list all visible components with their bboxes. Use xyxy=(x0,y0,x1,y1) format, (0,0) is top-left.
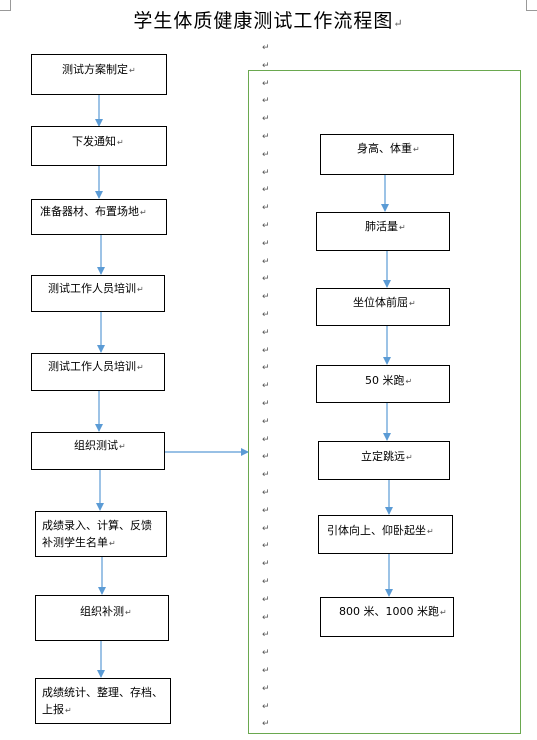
paragraph-mark: ↵ xyxy=(262,648,270,658)
paragraph-mark: ↵ xyxy=(262,168,270,178)
paragraph-mark: ↵ xyxy=(262,310,270,320)
paragraph-mark: ↵ xyxy=(262,114,270,124)
step-score-statistics: 成绩统计、整理、存档、上报↵ xyxy=(35,678,171,724)
step-organize-retest: 组织补测↵ xyxy=(35,595,169,641)
paragraph-mark: ↵ xyxy=(262,470,270,480)
paragraph-mark: ↵ xyxy=(262,381,270,391)
step-staff-training-2: 测试工作人员培训↵ xyxy=(31,353,165,391)
item-height-weight: 身高、体重↵ xyxy=(320,134,454,175)
paragraph-mark: ↵ xyxy=(262,61,270,71)
paragraph-mark: ↵ xyxy=(262,43,270,53)
step-organize-test: 组织测试↵ xyxy=(31,432,165,470)
paragraph-mark: ↵ xyxy=(262,630,270,640)
page-title: 学生体质健康测试工作流程图↵ xyxy=(133,10,404,32)
paragraph-mark: ↵ xyxy=(262,203,270,213)
paragraph-mark: ↵ xyxy=(262,346,270,356)
paragraph-mark: ↵ xyxy=(262,221,270,231)
paragraph-mark: ↵ xyxy=(262,292,270,302)
paragraph-mark: ↵ xyxy=(262,684,270,694)
step-staff-training-1: 测试工作人员培训↵ xyxy=(31,275,165,312)
paragraph-mark: ↵ xyxy=(262,274,270,284)
paragraph-mark: ↵ xyxy=(393,17,404,30)
paragraph-mark: ↵ xyxy=(262,257,270,267)
paragraph-mark: ↵ xyxy=(262,435,270,445)
step-score-entry: 成绩录入、计算、反馈补测学生名单↵ xyxy=(35,511,167,557)
item-vital-capacity: 肺活量↵ xyxy=(316,212,450,251)
step-issue-notice: 下发通知↵ xyxy=(31,126,167,166)
paragraph-mark: ↵ xyxy=(262,239,270,249)
paragraph-mark: ↵ xyxy=(262,452,270,462)
test-items-frame xyxy=(248,70,521,734)
paragraph-mark: ↵ xyxy=(262,132,270,142)
paragraph-mark: ↵ xyxy=(262,96,270,106)
paragraph-mark: ↵ xyxy=(262,417,270,427)
paragraph-mark: ↵ xyxy=(262,79,270,89)
paragraph-mark: ↵ xyxy=(262,524,270,534)
paragraph-mark: ↵ xyxy=(262,595,270,605)
paragraph-mark: ↵ xyxy=(262,559,270,569)
paragraph-mark: ↵ xyxy=(262,541,270,551)
paragraph-mark: ↵ xyxy=(262,666,270,676)
item-endurance-run: 800 米、1000 米跑↵ xyxy=(320,597,454,637)
item-standing-long-jump: 立定跳远↵ xyxy=(318,441,450,480)
step-test-plan: 测试方案制定↵ xyxy=(31,54,167,95)
step-prepare-equipment: 准备器材、布置场地↵ xyxy=(31,199,167,235)
paragraph-mark: ↵ xyxy=(262,150,270,160)
paragraph-mark: ↵ xyxy=(262,506,270,516)
paragraph-mark: ↵ xyxy=(262,185,270,195)
page-corner-top-left xyxy=(0,0,11,11)
item-pullups-situps: 引体向上、仰卧起坐↵ xyxy=(318,515,453,554)
paragraph-mark: ↵ xyxy=(262,719,270,729)
item-50m-run: 50 米跑↵ xyxy=(316,365,450,403)
item-sit-and-reach: 坐位体前屈↵ xyxy=(316,288,450,326)
paragraph-mark: ↵ xyxy=(262,363,270,373)
paragraph-mark: ↵ xyxy=(262,702,270,712)
page-corner-top-right xyxy=(526,0,537,11)
paragraph-mark: ↵ xyxy=(262,328,270,338)
paragraph-mark: ↵ xyxy=(262,488,270,498)
paragraph-mark: ↵ xyxy=(262,613,270,623)
paragraph-mark: ↵ xyxy=(262,577,270,587)
paragraph-mark: ↵ xyxy=(262,399,270,409)
